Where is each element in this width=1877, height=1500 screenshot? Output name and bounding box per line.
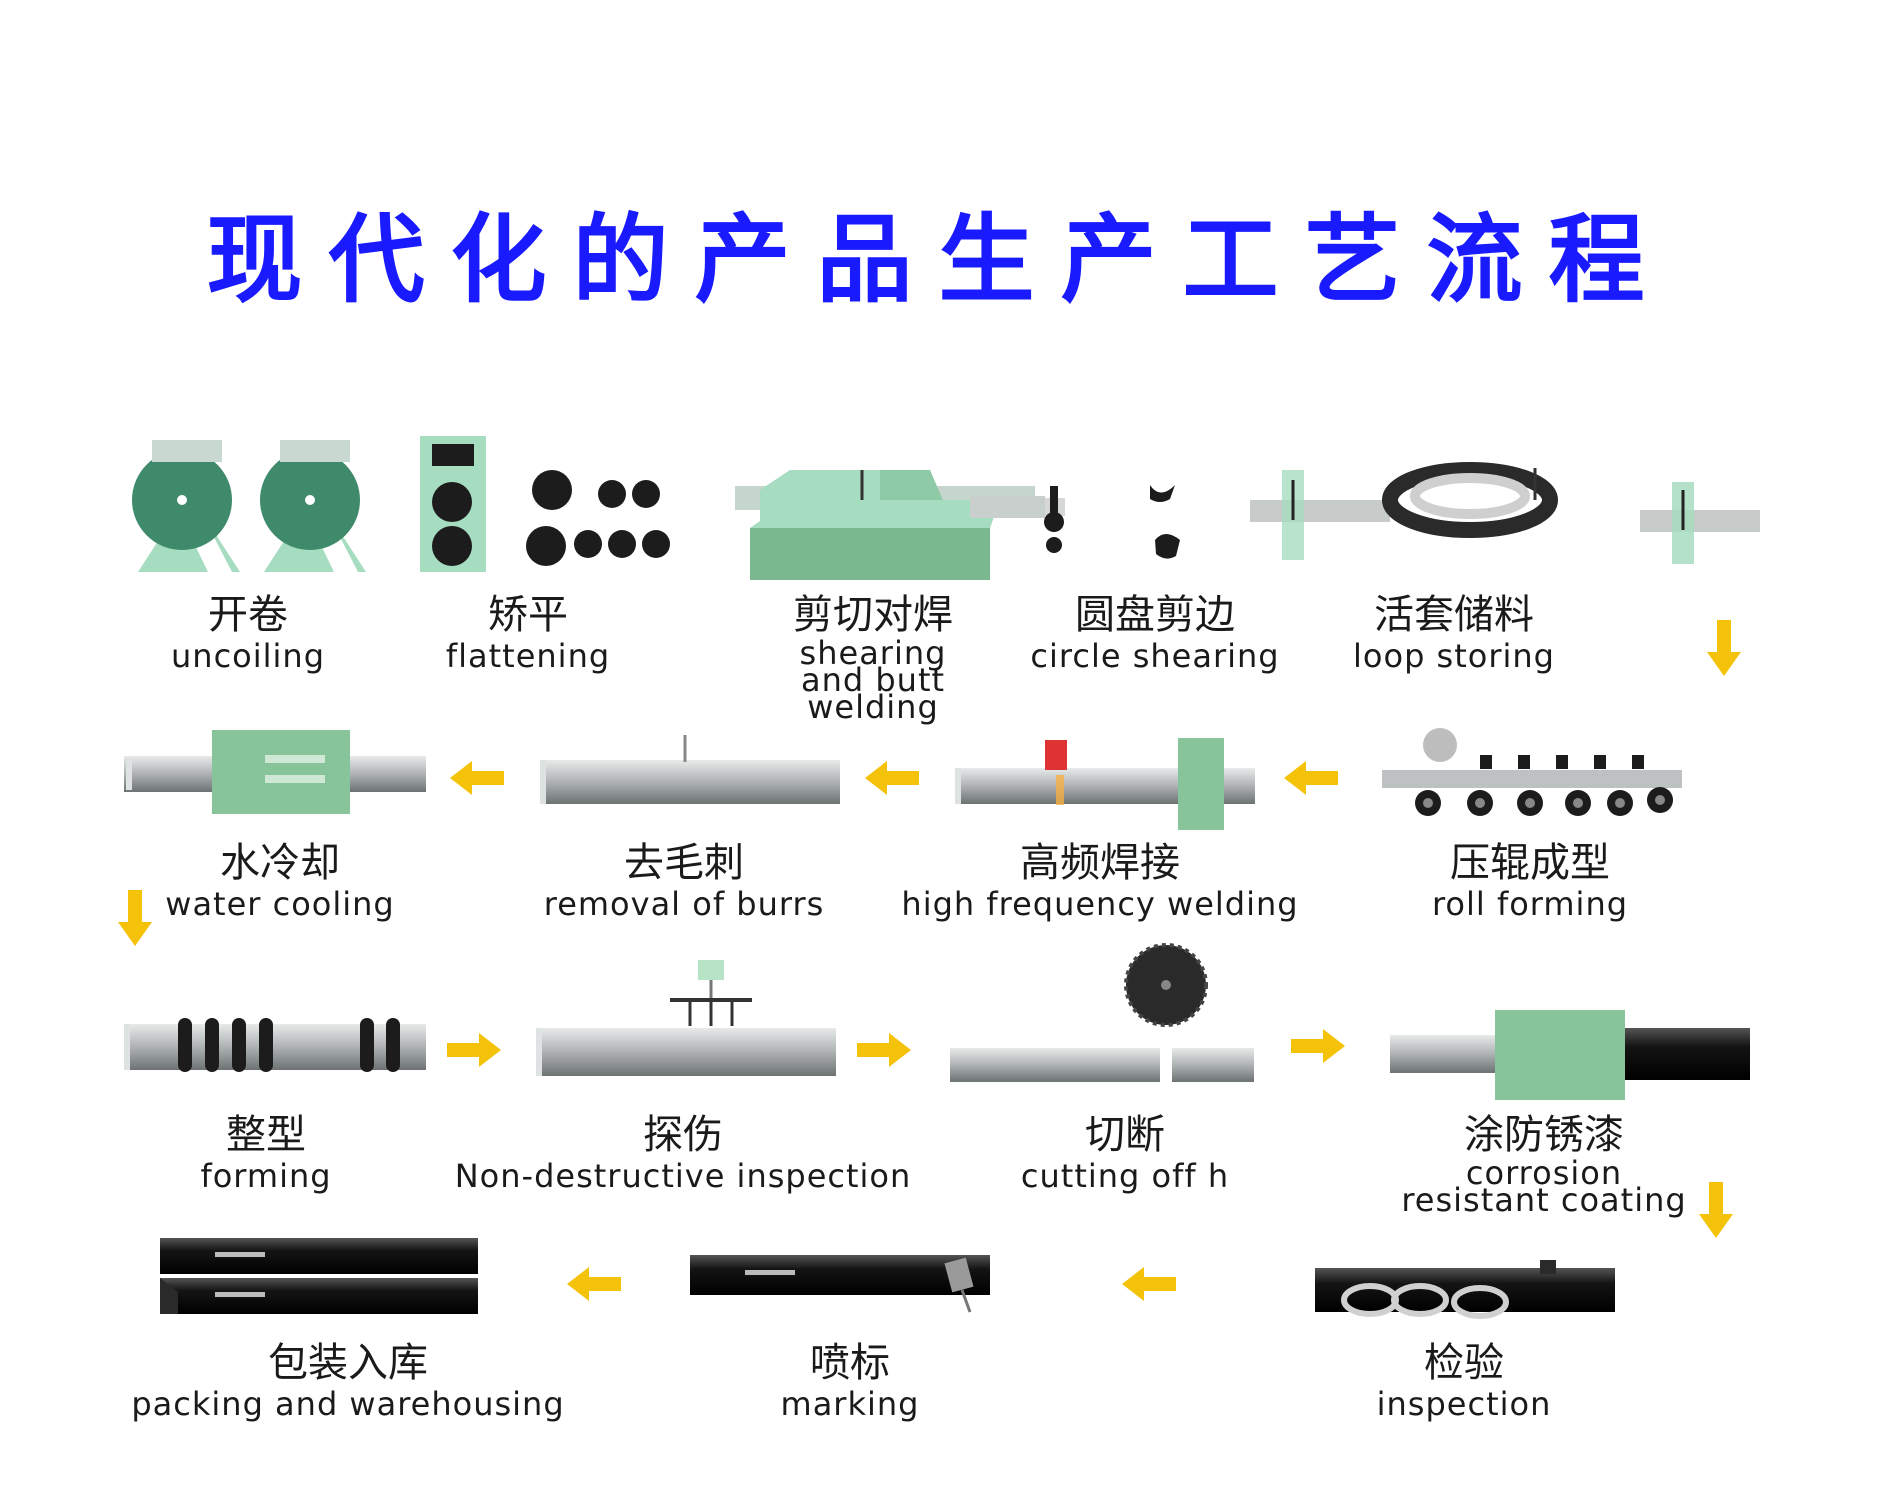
step-label-zh: 剪切对焊 — [793, 592, 953, 638]
shearing-welding-illustration — [735, 470, 1065, 580]
page-title: 现代化的产品生产工艺流程 — [206, 204, 1671, 316]
inspection-illustration — [1315, 1260, 1615, 1319]
high-frequency-welding-illustration — [955, 738, 1255, 830]
step-label-zh: 压辊成型 — [1449, 840, 1610, 886]
step-label-zh: 水冷却 — [220, 840, 340, 886]
strip-entry-illustration — [1640, 482, 1760, 564]
step-label-en: loop storing — [1353, 637, 1555, 675]
forming-illustration — [124, 1018, 426, 1072]
step-label-en: water cooling — [165, 885, 395, 923]
step-label-zh: 包装入库 — [267, 1340, 428, 1386]
step-forming: 整型 forming — [200, 1112, 331, 1192]
cutting-illustration — [950, 943, 1254, 1082]
left-arrow-icon — [1122, 1267, 1176, 1301]
step-label-en: removal of burrs — [543, 885, 825, 923]
step-label-zh: 切断 — [1085, 1112, 1165, 1158]
step-label-zh: 整型 — [226, 1112, 306, 1158]
step-marking: 喷标 marking — [781, 1340, 920, 1420]
step-removal-of-burrs: 去毛刺 removal of burrs — [544, 840, 825, 920]
nde-inspection-illustration — [536, 960, 836, 1076]
step-label-zh: 检验 — [1423, 1340, 1504, 1386]
circle-shearing-illustration — [1044, 485, 1180, 559]
step-label-zh: 矫平 — [488, 592, 568, 638]
right-arrow-icon — [1291, 1029, 1345, 1063]
flattening-illustration — [420, 436, 670, 572]
loop-storing-illustration — [1250, 462, 1558, 560]
step-label-en: forming — [200, 1157, 332, 1195]
step-label-en: inspection — [1376, 1385, 1552, 1423]
right-arrow-icon — [447, 1033, 501, 1067]
left-arrow-icon — [567, 1267, 621, 1301]
water-cooling-illustration — [124, 730, 426, 814]
right-arrow-icon — [857, 1033, 911, 1067]
step-uncoiling: 开卷 uncoiling — [171, 592, 325, 672]
step-shearing-welding: 剪切对焊 shearing and butt welding — [766, 592, 981, 726]
step-label-en: marking — [780, 1385, 920, 1423]
roll-forming-illustration — [1382, 728, 1682, 816]
step-label-en: high frequency welding — [901, 885, 1299, 923]
step-label-en: packing and warehousing — [131, 1385, 565, 1423]
down-arrow-icon — [1699, 1182, 1733, 1238]
step-label-zh: 涂防锈漆 — [1464, 1112, 1624, 1158]
deburring-illustration — [540, 735, 840, 804]
step-label-zh: 去毛刺 — [624, 840, 744, 886]
left-arrow-icon — [865, 761, 919, 795]
step-corrosion-coating: 涂防锈漆 corrosion resistant coating — [1394, 1112, 1694, 1219]
step-label-zh: 高频焊接 — [1020, 840, 1180, 886]
step-label-en: roll forming — [1431, 885, 1629, 923]
uncoiler-illustration — [132, 440, 366, 572]
step-packing-warehousing: 包装入库 packing and warehousing — [131, 1340, 564, 1420]
left-arrow-icon — [450, 761, 504, 795]
step-loop-storing: 活套储料 loop storing — [1353, 592, 1555, 672]
step-label-en: corrosion resistant coating — [1401, 1154, 1687, 1219]
down-arrow-icon — [118, 890, 152, 946]
step-high-frequency-welding: 高频焊接 high frequency welding — [901, 840, 1298, 920]
step-flattening: 矫平 flattening — [446, 592, 610, 672]
step-cutting-off: 切断 cutting off h — [1021, 1112, 1229, 1192]
step-nde-inspection: 探伤 Non-destructive inspection — [455, 1112, 912, 1192]
step-label-zh: 圆盘剪边 — [1074, 592, 1235, 638]
warehousing-illustration — [160, 1238, 478, 1314]
down-arrow-icon — [1707, 620, 1741, 676]
left-arrow-icon — [1284, 761, 1338, 795]
step-label-zh: 开卷 — [208, 592, 288, 638]
step-water-cooling: 水冷却 water cooling — [165, 840, 394, 920]
step-label-zh: 探伤 — [643, 1112, 723, 1158]
step-label-en: flattening — [445, 637, 611, 675]
step-label-zh: 喷标 — [809, 1340, 890, 1386]
step-label-en: shearing and butt welding — [799, 634, 947, 726]
step-label-en: cutting off h — [1020, 1157, 1230, 1195]
step-label-en: circle shearing — [1030, 637, 1280, 675]
step-label-en: Non-destructive inspection — [454, 1157, 912, 1195]
step-roll-forming: 压辊成型 roll forming — [1432, 840, 1628, 920]
coating-illustration — [1390, 1010, 1750, 1100]
step-label-zh: 活套储料 — [1374, 592, 1534, 638]
step-circle-shearing: 圆盘剪边 circle shearing — [1030, 592, 1279, 672]
step-inspection: 检验 inspection — [1377, 1340, 1552, 1420]
step-label-en: uncoiling — [171, 637, 325, 675]
marking-illustration — [690, 1255, 990, 1313]
